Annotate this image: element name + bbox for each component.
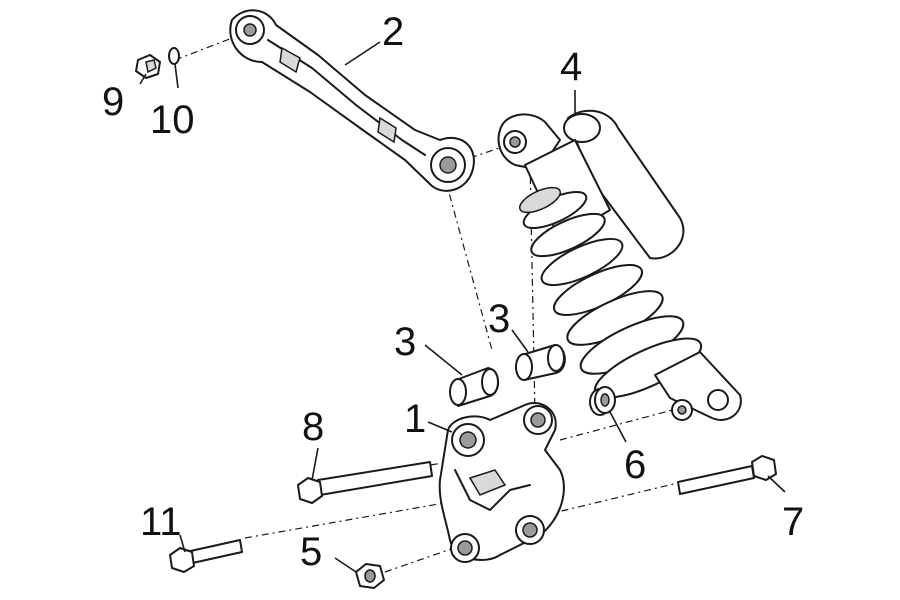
shock-spring [522, 190, 703, 399]
connecting-rod-part-2 [229, 9, 475, 192]
callout-6: 6 [624, 443, 646, 487]
callout-5: 5 [300, 530, 322, 574]
callout-1: 1 [404, 397, 426, 441]
callout-3-left: 3 [394, 320, 416, 364]
callout-leaders [139, 41, 786, 573]
callout-11: 11 [140, 500, 182, 544]
shock-absorber-part-4 [497, 109, 742, 421]
bolt-part-7 [677, 455, 777, 495]
callout-9: 9 [102, 80, 124, 124]
callout-8: 8 [302, 405, 324, 449]
bolt-part-8 [297, 461, 433, 504]
callout-4: 4 [560, 45, 582, 89]
nut-part-9 [135, 54, 161, 79]
nut-part-5 [355, 563, 385, 589]
rocker-bracket-part-1 [438, 402, 565, 563]
washer-part-10 [168, 47, 180, 65]
bolt-part-11 [169, 539, 243, 573]
bushing-part-3-right [515, 344, 566, 381]
bushing-part-3-left [449, 367, 499, 407]
callout-labels: 2 4 9 10 3 3 1 8 6 7 11 5 [102, 10, 804, 574]
callout-2: 2 [382, 10, 404, 54]
spacer-part-6 [589, 386, 616, 416]
callout-7: 7 [782, 500, 804, 544]
callout-3-right: 3 [488, 297, 510, 341]
callout-10: 10 [150, 98, 195, 142]
